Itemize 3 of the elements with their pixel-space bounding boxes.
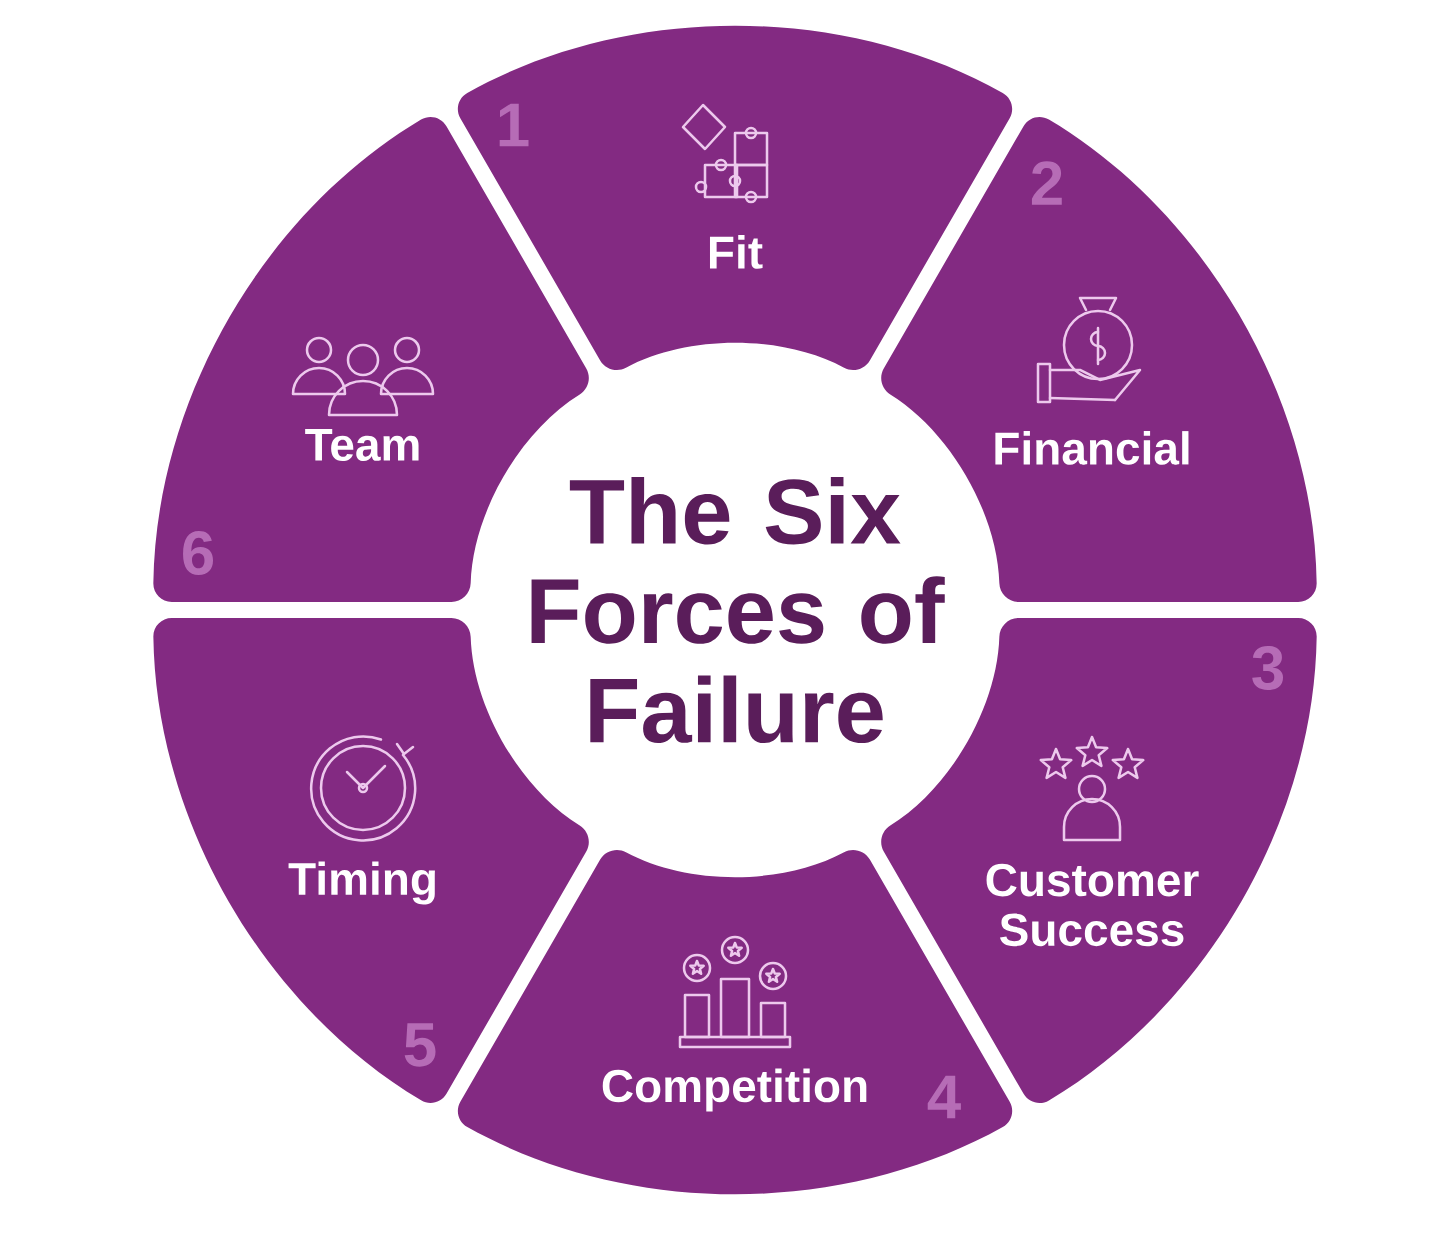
ring-segment: 1 Fit [457,25,1013,370]
node-label: Competition [602,1068,867,1112]
node-label: Fit [709,235,763,269]
